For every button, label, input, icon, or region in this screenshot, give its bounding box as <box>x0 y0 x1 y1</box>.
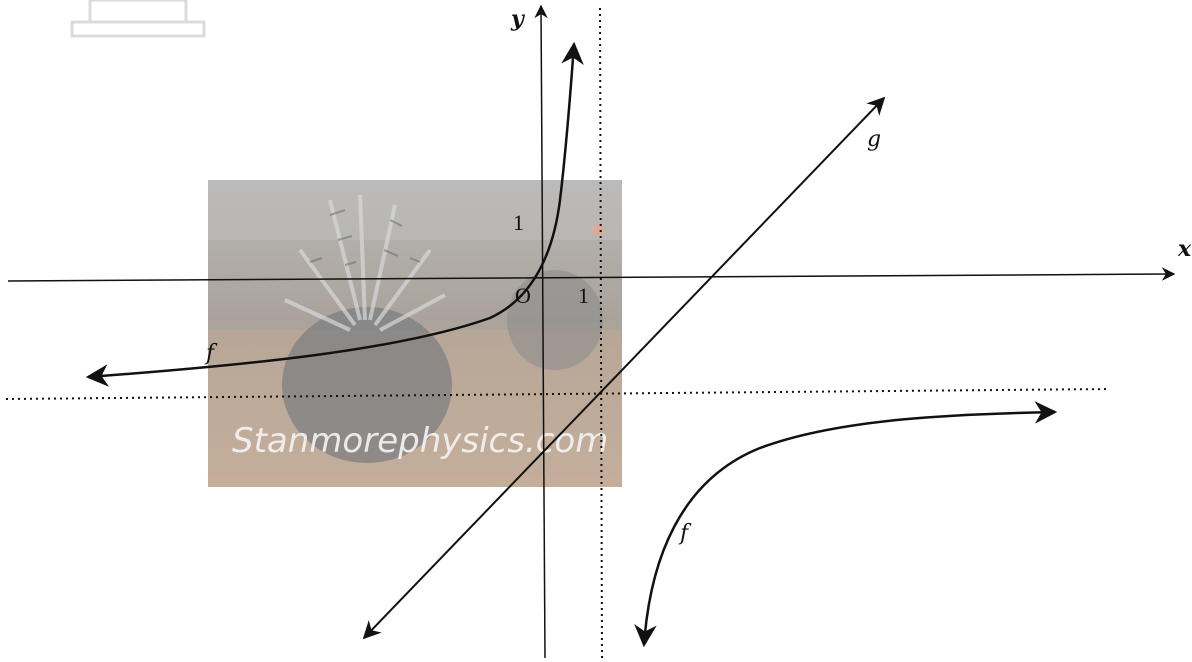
x-axis-label: x <box>1177 236 1192 262</box>
watermark-text: Stanmorephysics.com <box>232 421 608 461</box>
x-tick-one: 1 <box>578 283 589 308</box>
line-g-label: g <box>867 127 881 152</box>
logo-icon <box>70 0 206 38</box>
curve-f-upper-branch <box>85 41 584 387</box>
line-g <box>362 96 886 640</box>
curve-f-lower-label: f <box>678 521 692 546</box>
y-axis-label: y <box>510 6 526 32</box>
y-tick-one: 1 <box>513 210 524 235</box>
curve-f-lower-branch <box>634 401 1058 648</box>
origin-label: O <box>515 283 531 308</box>
